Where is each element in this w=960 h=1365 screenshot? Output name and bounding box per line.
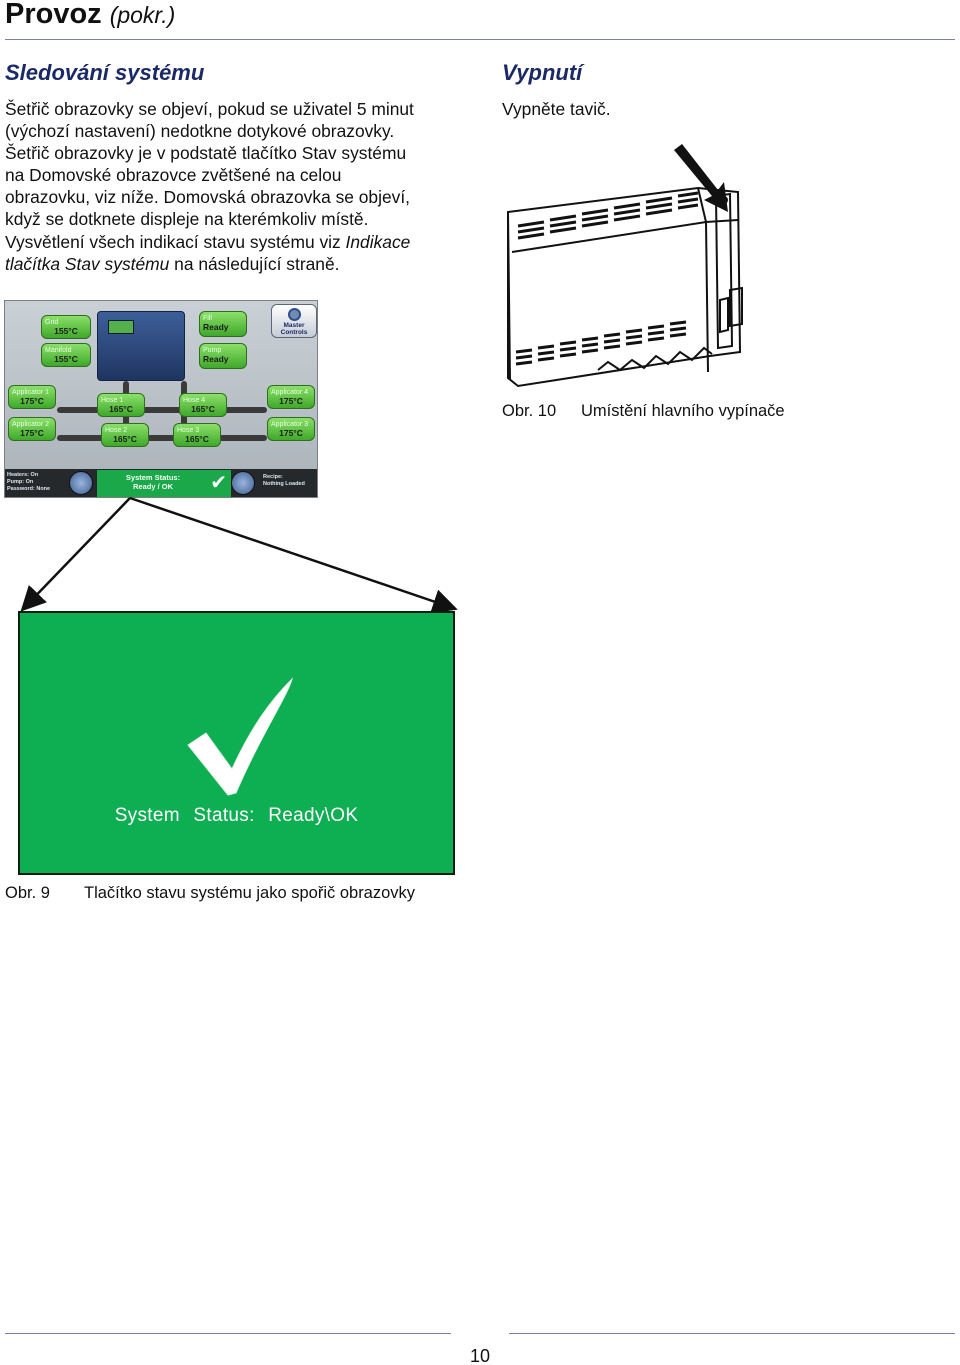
tile-value: 165°C — [109, 404, 133, 414]
figure-number: Obr. 10 — [502, 402, 557, 420]
page-title-text: Provoz — [5, 0, 102, 30]
applicator-tile: Applicator 2 175°C — [8, 417, 56, 441]
hose-tile: Hose 4 165°C — [179, 393, 227, 417]
title-divider — [5, 39, 955, 40]
tile-value: 165°C — [191, 404, 215, 414]
home-screen-screenshot: Grid 155°C Manifold 155°C Fill Ready Pum… — [4, 300, 318, 498]
paragraph-line: Šetřič obrazovky se objeví, pokud se uži… — [5, 99, 414, 119]
switch-pointer-arrow — [674, 144, 728, 212]
master-controls-label: Master Controls — [280, 322, 308, 336]
tile-label: Hose 2 — [105, 427, 128, 434]
page-subtitle: (pokr.) — [109, 2, 176, 28]
tile-value: 175°C — [20, 396, 44, 406]
paragraph-line: tlačítka Stav systému na následující str… — [5, 253, 475, 275]
system-info: Heaters: On Pump: On Password: None — [7, 472, 50, 493]
arrow-line-right — [129, 496, 458, 614]
paragraph-text: na následující straně. — [169, 253, 340, 274]
hose-line — [57, 407, 267, 413]
melter-illustration — [507, 144, 743, 388]
recipe-title: Recipe: — [263, 474, 283, 480]
tile-label: Hose 1 — [101, 397, 124, 404]
master-controls-button: Master Controls — [271, 304, 317, 338]
status-value: Ready / OK — [132, 482, 173, 491]
footer-divider-left — [5, 1333, 451, 1334]
grid-label: Grid — [45, 319, 59, 326]
tile-label: Applicator 3 — [271, 421, 308, 428]
home-screen-status-bar: Heaters: On Pump: On Password: None Syst… — [5, 469, 317, 497]
pump-value: Ready — [203, 354, 229, 364]
fill-tile: Fill Ready — [199, 311, 247, 337]
tile-value: 175°C — [279, 396, 303, 406]
figure-10-caption: Obr. 10 Umístění hlavního vypínače — [502, 402, 785, 421]
pump-label: Pump — [203, 347, 222, 354]
gear-icon — [288, 308, 301, 321]
grid-tile: Grid 155°C — [41, 315, 91, 339]
cross-reference: tlačítka Stav systému — [5, 253, 170, 274]
manifold-tile: Manifold 155°C — [41, 343, 91, 367]
home-screen-main-area: Grid 155°C Manifold 155°C Fill Ready Pum… — [5, 301, 317, 469]
status-title: System Status: — [125, 473, 181, 482]
paragraph-line: obrazovku, viz níže. Domovská obrazovka … — [5, 187, 411, 208]
tile-value: 165°C — [113, 434, 137, 444]
recipe-info: Recipe: Nothing Loaded — [263, 474, 305, 488]
page-number: 10 — [469, 1346, 491, 1365]
expansion-arrows — [20, 496, 458, 614]
applicator-tile: Applicator 1 175°C — [8, 385, 56, 409]
globe-icon — [69, 471, 93, 495]
hose-line — [57, 435, 267, 441]
applicator-tile: Applicator 3 175°C — [267, 417, 315, 441]
fill-label: Fill — [203, 315, 212, 322]
melter-display — [108, 320, 134, 334]
fill-value: Ready — [203, 322, 229, 332]
heaters-state: Heaters: On — [7, 472, 39, 478]
applicator-tile: Applicator 4 175°C — [267, 385, 315, 409]
tile-label: Hose 4 — [183, 397, 206, 404]
melter-unit-image — [97, 311, 185, 381]
system-status-button: System Status: Ready / OK ✔ — [97, 470, 231, 497]
tile-label: Applicator 4 — [271, 389, 308, 396]
section-heading-shutdown: Vypnutí — [502, 60, 583, 85]
monitoring-paragraph: Šetřič obrazovky se objeví, pokud se uži… — [5, 98, 475, 275]
arrow-line-left — [20, 497, 131, 612]
pump-state: Pump: On — [7, 479, 34, 485]
screensaver-status-label: System Status: Ready\OK — [114, 805, 359, 826]
shutdown-text: Vypněte tavič. — [502, 99, 611, 119]
hose-tile: Hose 3 165°C — [173, 423, 221, 447]
paragraph-line: Šetřič obrazovky je v podstatě tlačítko … — [5, 143, 407, 164]
page-title: Provoz (pokr.) — [5, 0, 175, 31]
info-icon — [231, 471, 255, 495]
manifold-value: 155°C — [54, 354, 78, 364]
figure-9-caption: Obr. 9 Tlačítko stavu systému jako spořič… — [5, 884, 415, 903]
tile-label: Hose 3 — [177, 427, 200, 434]
cross-reference: Indikace — [345, 231, 411, 252]
checkmark-icon: ✔ — [210, 472, 227, 494]
manifold-label: Manifold — [45, 347, 72, 354]
figure-caption-text: Tlačítko stavu systému jako spořič obraz… — [84, 884, 416, 902]
checkmark-icon — [187, 677, 293, 796]
password-state: Password: None — [7, 486, 51, 492]
paragraph-text: Vysvětlení všech indikací stavu systému … — [5, 231, 346, 252]
figure-caption-text: Umístění hlavního vypínače — [581, 402, 785, 420]
paragraph-line: (výchozí nastavení) nedotkne dotykové ob… — [5, 121, 395, 142]
tile-label: Applicator 1 — [12, 389, 49, 396]
pump-tile: Pump Ready — [199, 343, 247, 369]
screensaver-status-screen: System Status: Ready\OK — [18, 611, 455, 875]
paragraph-line: Vysvětlení všech indikací stavu systému … — [5, 231, 475, 253]
paragraph-line: na Domovské obrazovce zvětšené na celou — [5, 165, 342, 186]
paragraph-line: když se dotknete displeje na kterémkoliv… — [5, 209, 369, 230]
tile-label: Applicator 2 — [12, 421, 49, 428]
section-heading-monitoring: Sledování systému — [5, 60, 205, 85]
hose-tile: Hose 2 165°C — [101, 423, 149, 447]
footer-divider-right — [509, 1333, 955, 1334]
figure-number: Obr. 9 — [5, 884, 50, 902]
tile-value: 175°C — [20, 428, 44, 438]
tile-value: 175°C — [279, 428, 303, 438]
tile-value: 165°C — [185, 434, 209, 444]
recipe-value: Nothing Loaded — [263, 481, 305, 487]
hose-tile: Hose 1 165°C — [97, 393, 145, 417]
grid-value: 155°C — [54, 326, 78, 336]
